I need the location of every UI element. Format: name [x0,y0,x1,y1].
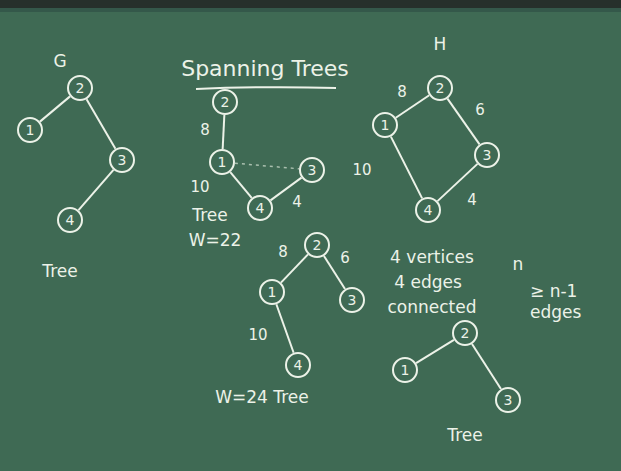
vertex-number: 3 [348,293,357,307]
vertex-number: 2 [313,238,322,252]
vertex-circle: 2 [67,75,93,101]
vertex-number: 1 [401,363,410,377]
vertex-number: 1 [218,155,227,169]
vertex-circle: 2 [212,89,238,115]
vertex-number: 2 [461,326,470,340]
vertex-number: 4 [256,201,265,215]
vertex-circle: 3 [339,287,365,313]
chalk-note: 4 edges [394,272,462,293]
title-underline [196,87,336,89]
vertex-circle: 4 [57,207,83,233]
vertex-circle: 4 [285,352,311,378]
vertex-circle: 4 [247,195,273,221]
vertex-number: 3 [118,153,127,167]
board-title: Spanning Trees [181,56,349,81]
vertex-number: 2 [436,81,445,95]
chalk-note: ≥ n-1 edges [530,281,594,324]
vertex-circle: 1 [392,357,418,383]
chalk-note: H [434,34,447,55]
graph-edge [223,115,225,149]
graph-edge [230,172,251,198]
edge-weight: 6 [475,102,485,119]
vertex-circle: 3 [495,387,521,413]
chalk-note: Tree [42,261,77,282]
vertex-circle: 3 [474,142,500,168]
graph-edge [235,163,299,169]
vertex-circle: 1 [372,112,398,138]
edge-weight: 8 [397,84,407,101]
vertex-number: 4 [66,213,75,227]
board-frame [0,0,621,8]
vertex-circle: 2 [452,320,478,346]
chalk-note: n [513,254,524,275]
edge-weight: 4 [467,192,477,209]
graph-edge [416,340,454,363]
graph-edge [391,137,422,199]
edge-weight: 10 [248,327,267,344]
vertex-circle: 2 [427,75,453,101]
edge-weight: 8 [278,244,288,261]
chalk-note: Tree [447,425,482,446]
vertex-number: 3 [504,393,513,407]
chalk-note: W=24 Tree [215,387,309,408]
vertex-number: 2 [76,81,85,95]
vertex-circle: 3 [299,157,325,183]
graph-edge [40,96,70,121]
vertex-circle: 1 [209,149,235,175]
graph-edge [276,304,293,353]
graph-edge [472,344,501,389]
vertex-circle: 4 [415,197,441,223]
edge-weight: 6 [340,250,350,267]
board-frame-shadow [0,8,621,12]
chalk-note: connected [387,297,476,318]
edge-weight: 8 [200,122,210,139]
graph-edge [87,99,116,149]
vertex-circle: 2 [304,232,330,258]
vertex-number: 3 [483,148,492,162]
chalk-note: W=22 [189,230,242,251]
vertex-number: 1 [26,123,35,137]
graph-edge [447,99,479,145]
vertex-number: 1 [381,118,390,132]
edge-weight: 10 [352,162,371,179]
chalk-note: Tree [192,205,227,226]
vertex-number: 4 [424,203,433,217]
vertex-number: 2 [221,95,230,109]
vertex-number: 3 [308,163,317,177]
chalk-note: G [53,51,66,72]
vertex-circle: 3 [109,147,135,173]
edge-weight: 10 [190,179,209,196]
chalk-note: 4 vertices [390,247,474,268]
vertex-number: 1 [268,285,277,299]
edge-weight: 4 [292,194,302,211]
vertex-circle: 1 [17,117,43,143]
vertex-number: 4 [294,358,303,372]
vertex-circle: 1 [259,279,285,305]
graph-edge [79,170,114,210]
